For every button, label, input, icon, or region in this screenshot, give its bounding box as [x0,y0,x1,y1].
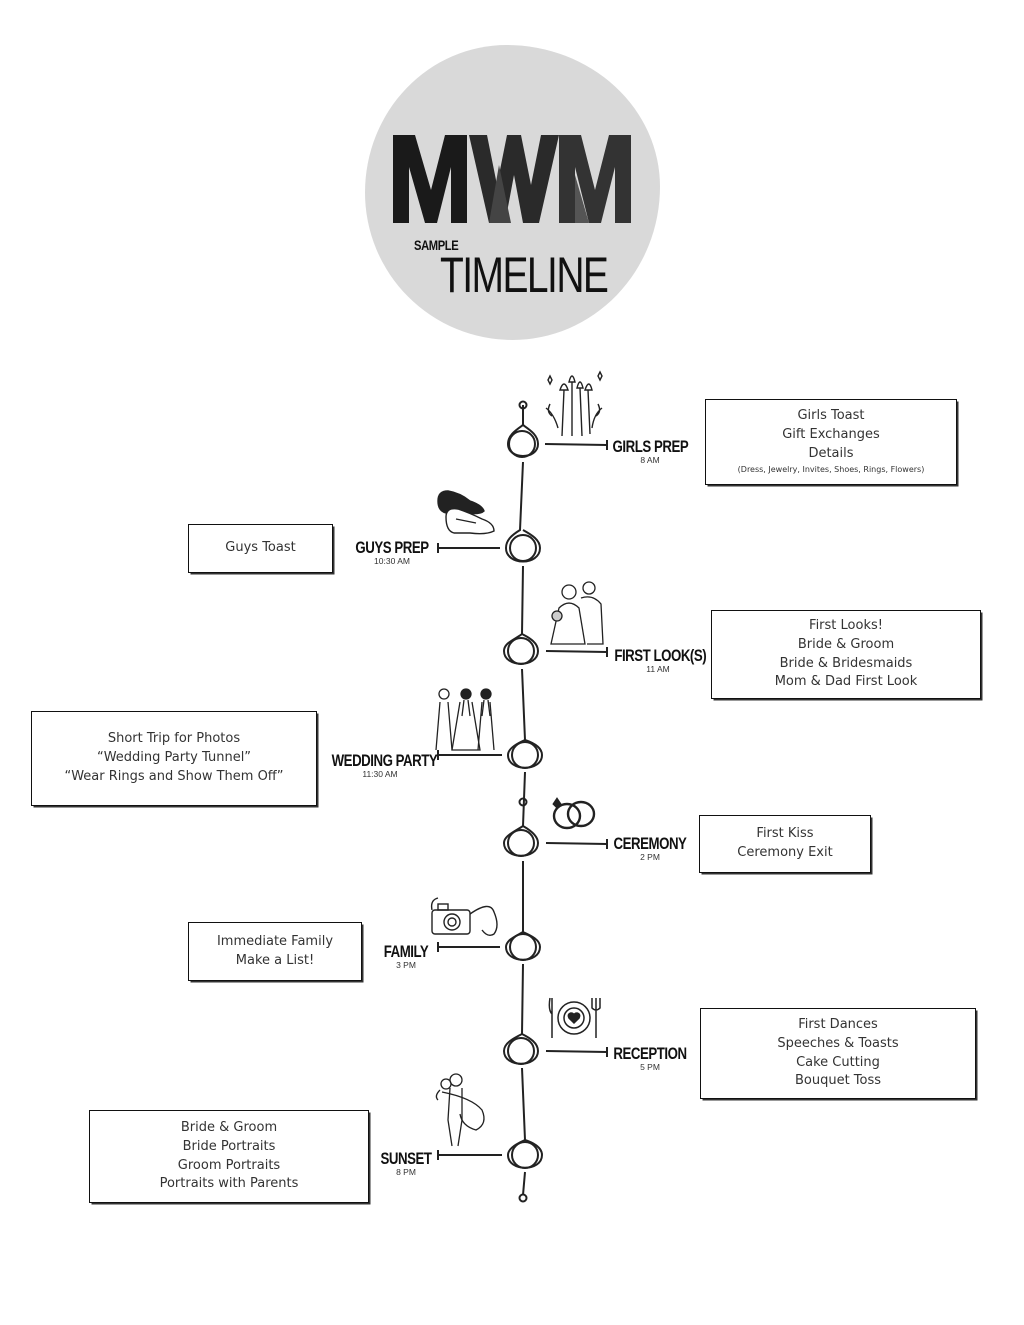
note-line: Make a List! [235,952,315,968]
note-line: Immediate Family [216,933,334,949]
event-time: 10:30 AM [374,556,410,566]
note-box-reception: First Dances Speeches & Toasts Cake Cutt… [700,1008,976,1099]
event-first-looks: FIRST LOOK(S) 11 AM [602,647,714,674]
note-line-small: (Dress, Jewelry, Invites, Shoes, Rings, … [737,464,925,474]
event-name: FAMILY [383,942,429,961]
couple-icon [550,581,604,645]
note-line: Bride & Groom [180,1119,278,1135]
event-time: 5 PM [640,1062,660,1072]
event-name: RECEPTION [613,1044,687,1063]
event-reception: RECEPTION 5 PM [602,1045,698,1072]
note-box-family: Immediate Family Make a List! [188,922,362,981]
note-box-first-looks: First Looks! Bride & Groom Bride & Bride… [711,610,981,699]
note-line: “Wear Rings and Show Them Off” [64,768,284,784]
note-line: First Kiss [756,826,814,842]
page-title: TIMELINE [440,247,609,303]
event-name: FIRST LOOK(S) [614,646,707,665]
header-circle [365,45,660,340]
groom-carrying-bride-icon [435,1073,485,1147]
event-time: 2 PM [640,852,660,862]
event-time: 3 PM [396,960,416,970]
note-line: Ceremony Exit [737,845,833,860]
note-line: Short Trip for Photos [107,731,241,747]
note-box-ceremony: First Kiss Ceremony Exit [699,815,871,873]
note-line: Bride & Bridesmaids [779,655,913,671]
event-time: 8 PM [396,1167,416,1177]
note-line: Bride & Groom [797,636,895,652]
note-line: Bride Portraits [182,1138,276,1154]
event-time: 8 AM [640,455,660,465]
camera-icon [430,897,498,937]
event-name: GIRLS PREP [612,437,689,456]
sample-label: SAMPLE [414,237,459,253]
note-line: Portraits with Parents [159,1176,299,1192]
note-line: Speeches & Toasts [777,1035,899,1051]
note-box-wedding-party: Short Trip for Photos “Wedding Party Tun… [31,711,317,806]
event-name: SUNSET [380,1149,432,1168]
note-line: Girls Toast [797,408,865,424]
event-name: WEDDING PARTY [331,751,438,770]
event-wedding-party: WEDDING PARTY 11:30 AM [318,752,442,779]
event-sunset: SUNSET 8 PM [358,1150,454,1177]
makeup-brushes-icon [545,370,603,437]
event-family: FAMILY 3 PM [358,943,454,970]
note-line: Details [808,446,854,462]
note-line: Mom & Dad First Look [774,674,918,690]
dinner-plate-icon [548,997,601,1038]
note-line: Cake Cutting [796,1054,880,1070]
bridesmaids-icon [435,688,495,751]
rings-icon [552,797,596,830]
event-time: 11:30 AM [362,769,398,779]
note-line: “Wedding Party Tunnel” [96,750,252,766]
note-line: First Dances [798,1016,878,1032]
note-line: Guys Toast [225,540,296,556]
note-line: Groom Portraits [177,1157,281,1173]
event-time: 11 AM [646,664,670,674]
note-line: Bouquet Toss [794,1073,882,1089]
note-box-sunset: Bride & Groom Bride Portraits Groom Port… [89,1110,369,1203]
brand-logo [393,135,631,223]
note-line: First Looks! [809,617,883,633]
dress-shoes-icon [437,490,495,535]
note-box-girls-prep: Girls Toast Gift Exchanges Details (Dres… [705,399,957,485]
event-name: CEREMONY [613,834,687,853]
note-line: Gift Exchanges [782,427,880,443]
event-guys-prep: GUYS PREP 10:30 AM [344,539,440,566]
event-ceremony: CEREMONY 2 PM [602,835,698,862]
note-box-guys-prep: Guys Toast [188,524,333,573]
event-name: GUYS PREP [355,538,429,557]
event-girls-prep: GIRLS PREP 8 AM [602,438,698,465]
